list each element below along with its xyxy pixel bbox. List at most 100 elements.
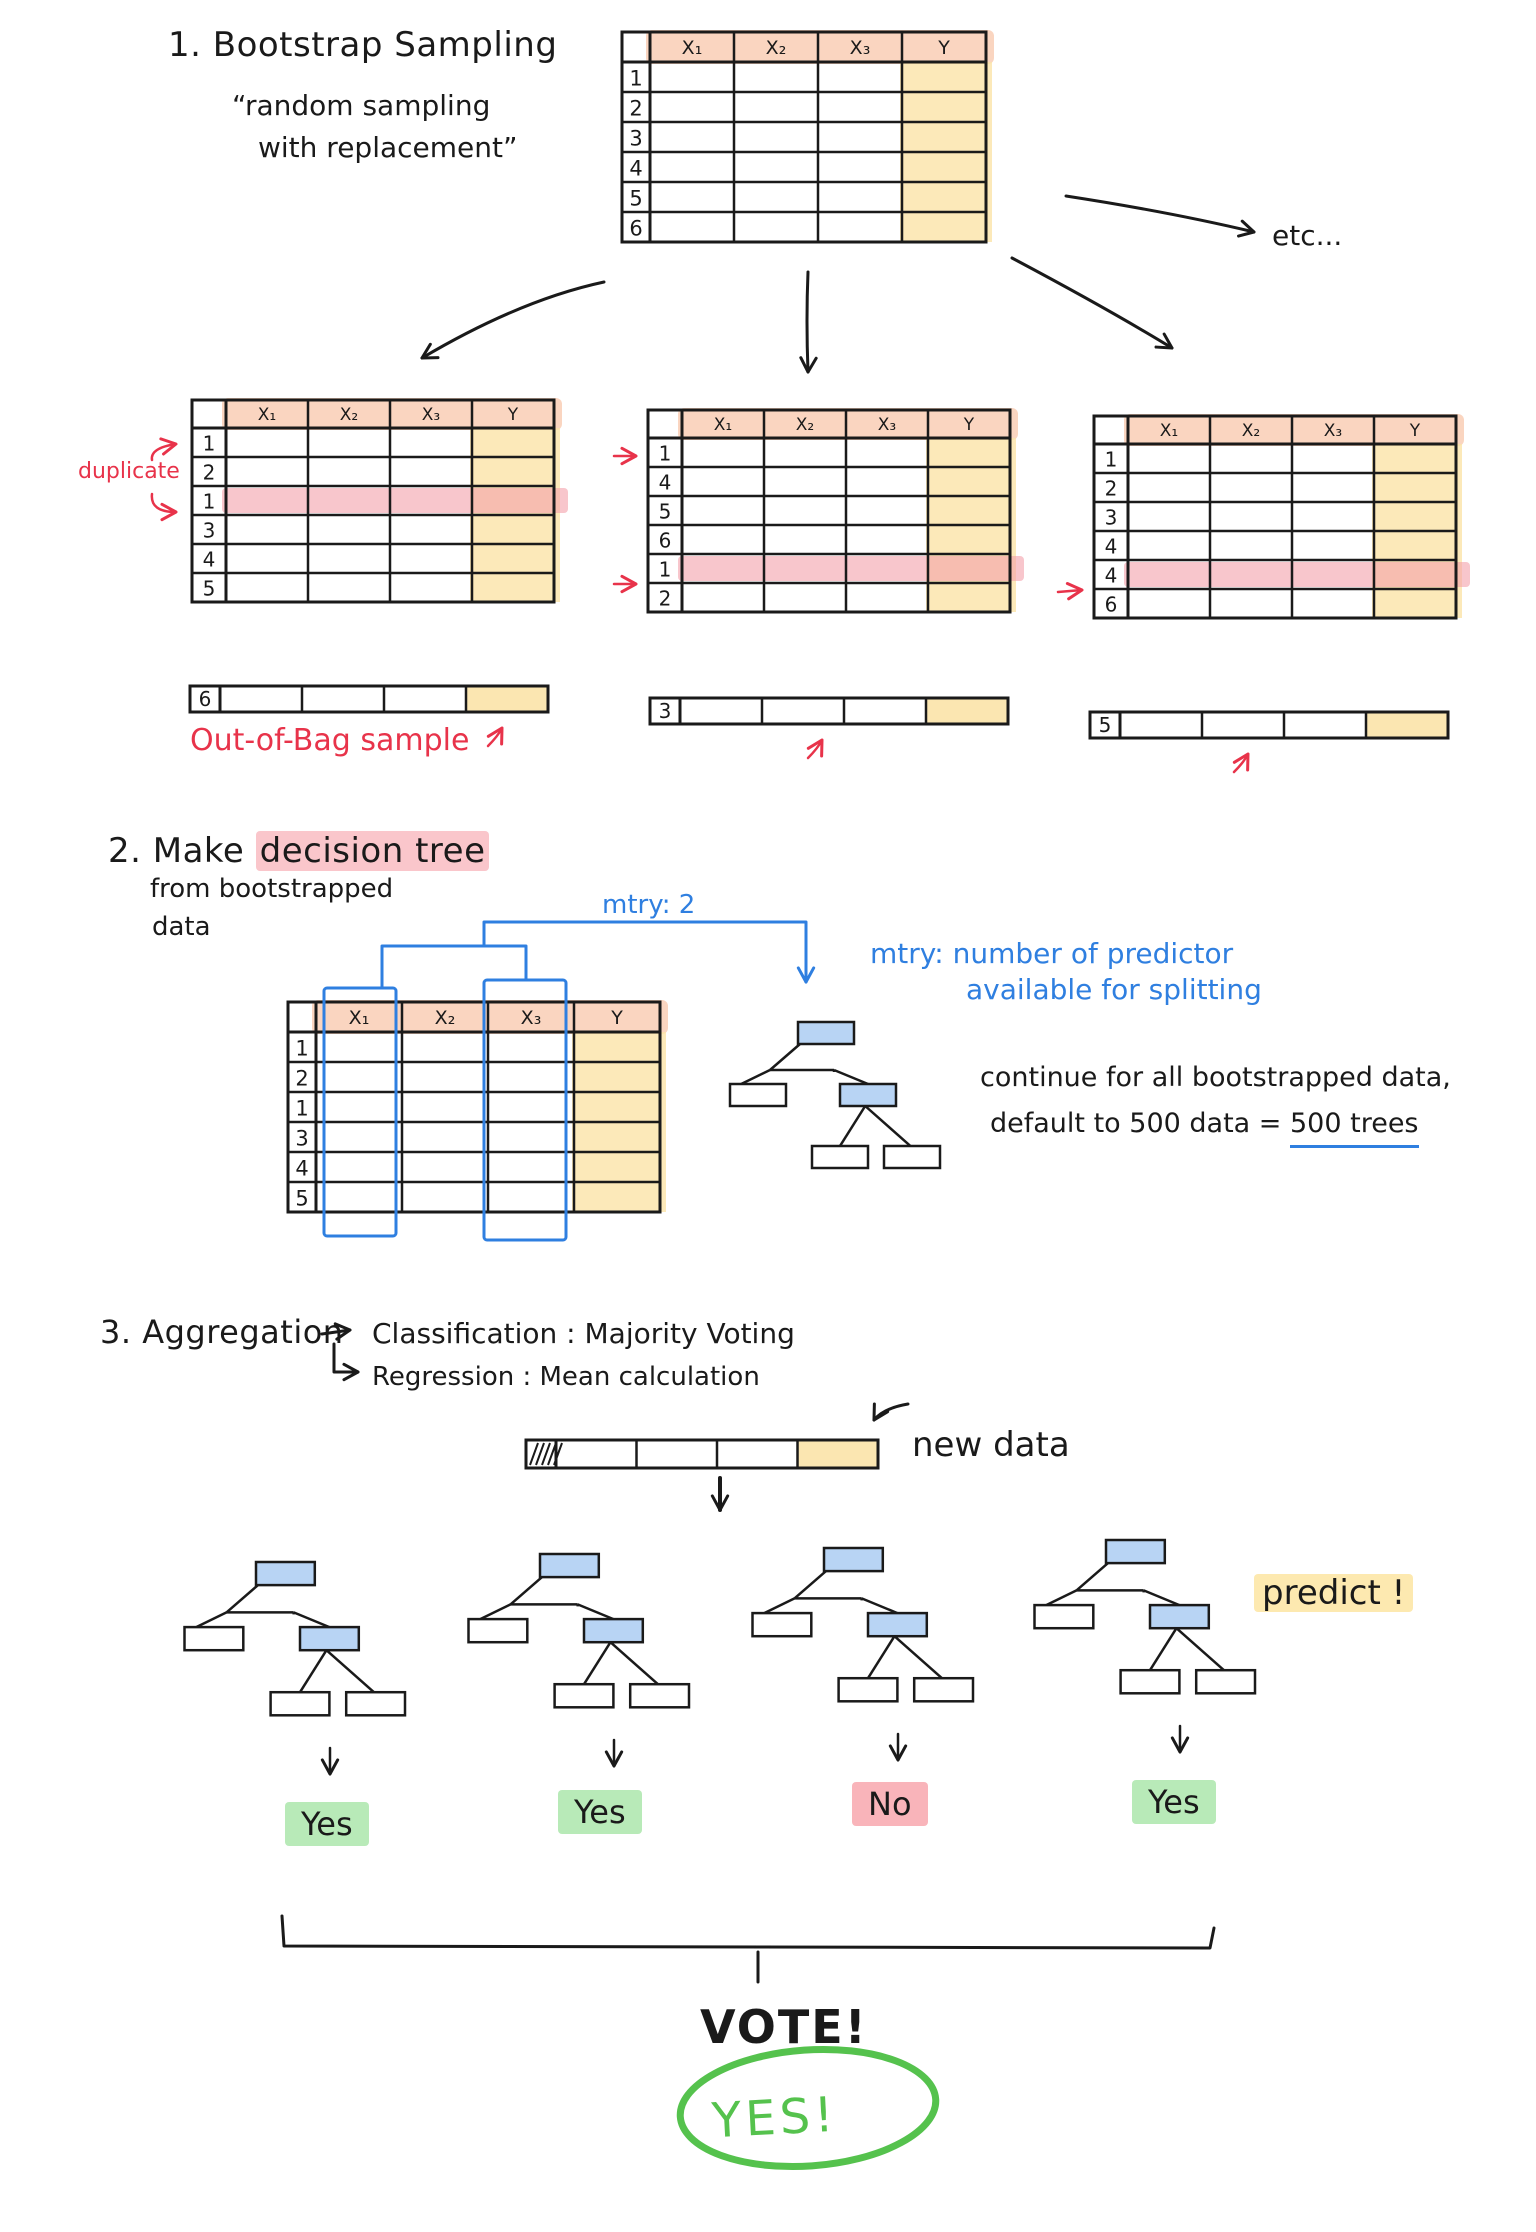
tree-edge xyxy=(861,1597,898,1615)
duplicate-label: duplicate xyxy=(78,459,180,484)
etc-label: etc... xyxy=(1272,219,1343,252)
tree-edge xyxy=(325,1649,375,1694)
tree-root-node xyxy=(1104,1538,1167,1565)
row-index-label: 3 xyxy=(1105,506,1118,530)
continue-note-line2: default to 500 data = 500 trees xyxy=(990,1108,1419,1148)
tree-edge xyxy=(225,1584,259,1614)
row-index-label: 5 xyxy=(203,577,216,601)
row-index-label: 1 xyxy=(203,432,216,456)
tree-leaf-node xyxy=(882,1144,942,1170)
tree-leaf-node xyxy=(467,1617,529,1644)
new-data-pointer-head xyxy=(872,1402,890,1422)
arrow-to-sample-1 xyxy=(420,280,606,360)
final-result: YES! xyxy=(710,2086,839,2150)
strip-frame xyxy=(1088,710,1450,740)
arrow-head-sample-1 xyxy=(420,342,440,360)
column-header: X₃ xyxy=(521,1007,542,1029)
pointer-duplicate-sample-3-head xyxy=(1065,582,1084,601)
tree-edge xyxy=(866,1635,896,1679)
oob-sample-strip-1: 6 xyxy=(188,684,550,714)
tree-output-arrow-head-4 xyxy=(1170,1736,1190,1754)
duplicate-bracket-bottom-head xyxy=(160,502,178,522)
row-index-label: 5 xyxy=(295,1186,308,1210)
row-index-label: 4 xyxy=(1105,564,1118,588)
tree-internal-node xyxy=(298,1625,361,1652)
tree-leaf-node xyxy=(728,1082,788,1108)
predict-label: predict ! xyxy=(1254,1574,1414,1612)
classification-arrow-head xyxy=(333,1322,352,1341)
row-index-label: 3 xyxy=(629,126,642,150)
row-index-label: 2 xyxy=(1105,477,1118,501)
column-header: Y xyxy=(963,415,975,435)
duplicate-row-highlight xyxy=(1124,562,1470,587)
oob-sample-strip-2: 3 xyxy=(648,696,1010,726)
tree-edge xyxy=(838,1105,867,1147)
tree-leaf-node xyxy=(553,1682,615,1709)
aggregation-tree-3 xyxy=(751,1546,975,1703)
mtry-value-label: mtry: 2 xyxy=(602,890,696,920)
row-index-label: 1 xyxy=(659,442,672,466)
duplicate-bracket-top xyxy=(150,442,178,462)
mtry-definition-line2: available for splitting xyxy=(966,973,1262,1006)
tree-edge xyxy=(893,1635,943,1680)
tree-edge xyxy=(1143,1589,1180,1607)
arrow-head-etc xyxy=(1237,219,1256,238)
column-header: Y xyxy=(507,405,519,425)
tree-edge xyxy=(582,1641,612,1685)
column-header: X₃ xyxy=(1324,421,1342,441)
row-index-label: 4 xyxy=(295,1156,308,1180)
regression-label: Regression : Mean calculation xyxy=(372,1362,760,1392)
table-frame xyxy=(286,1000,662,1214)
strip-index-label: 6 xyxy=(199,687,212,711)
oob-label: Out-of-Bag sample xyxy=(190,723,470,758)
tree-output-arrow-head-1 xyxy=(320,1758,340,1776)
decision-tree-highlight: decision tree xyxy=(255,831,490,871)
row-index-label: 4 xyxy=(1105,535,1118,559)
row-index-label: 5 xyxy=(629,186,642,210)
tree-edge xyxy=(833,1068,869,1086)
tree-edge xyxy=(769,1043,801,1071)
mtry-arrow-head xyxy=(796,966,816,984)
row-index-label: 1 xyxy=(295,1036,308,1060)
section1-title: 1. Bootstrap Sampling xyxy=(168,25,558,65)
tree-edge xyxy=(609,1641,659,1686)
strip-y-cell xyxy=(926,698,1008,724)
hatch-stroke xyxy=(535,1442,545,1466)
hatch-stroke xyxy=(547,1442,557,1466)
pointer-row-1-sample-2-head xyxy=(620,446,638,466)
tree-leaf-node xyxy=(837,1676,899,1703)
new-data-label: new data xyxy=(912,1425,1070,1465)
section2-line2: from bootstrapped xyxy=(150,874,394,904)
tree-edge xyxy=(763,1597,796,1615)
row-index-label: 1 xyxy=(1105,448,1118,472)
arrow-head-sample-3 xyxy=(1154,332,1174,350)
column-header: X₁ xyxy=(1160,421,1178,441)
column-header: X₁ xyxy=(349,1007,370,1029)
mtry-bracket xyxy=(380,920,808,990)
aggregation-tree-1 xyxy=(183,1560,407,1717)
new-data-down-arrow-head xyxy=(710,1494,730,1512)
strip-frame xyxy=(648,696,1010,726)
continue-note-prefix: default to 500 data = xyxy=(990,1108,1290,1139)
tree-edge xyxy=(1148,1627,1178,1671)
duplicate-bracket-bottom xyxy=(150,492,178,514)
strip-y-cell xyxy=(1366,712,1448,738)
prediction-tree-4: Yes xyxy=(1132,1780,1216,1824)
tree-edge xyxy=(1045,1589,1078,1607)
row-index-label: 4 xyxy=(659,471,672,495)
column-header: X₁ xyxy=(258,405,276,425)
row-index-label: 2 xyxy=(295,1066,308,1090)
column-header: X₁ xyxy=(682,37,703,59)
strip-y-cell xyxy=(466,686,548,712)
pointer-duplicate-sample-2-head xyxy=(620,574,638,594)
section2-title: 2. Make decision tree xyxy=(108,831,490,871)
hatch-stroke xyxy=(541,1442,551,1466)
tree-edge xyxy=(293,1611,330,1629)
row-index-label: 5 xyxy=(659,500,672,524)
column-header: X₁ xyxy=(714,415,732,435)
tree-leaf-node xyxy=(344,1690,407,1717)
